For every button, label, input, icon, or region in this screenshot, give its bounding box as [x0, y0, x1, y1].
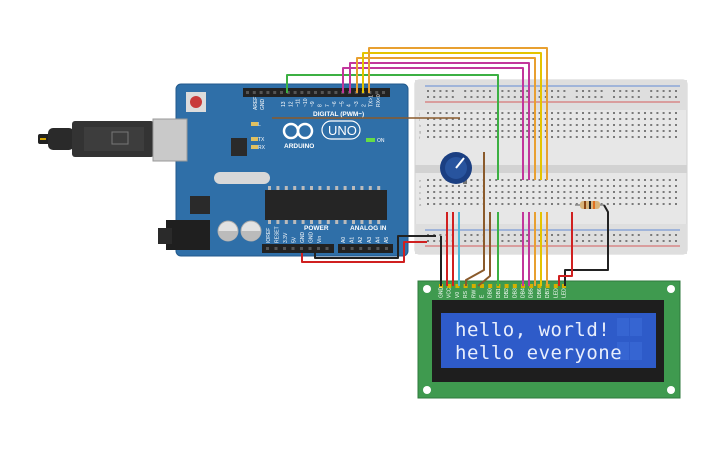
breadboard-row-letter: i	[419, 117, 420, 122]
power-pin-label: Vin	[317, 236, 323, 243]
lcd-pin-label: RS	[463, 290, 469, 298]
arduino-brand-label: ARDUINO	[284, 143, 314, 150]
wire-yellow-d2	[362, 52, 542, 180]
lcd-pin[interactable]	[553, 284, 558, 288]
analog-pin-label: A5	[384, 237, 390, 243]
potentiometer[interactable]	[440, 152, 472, 184]
digital-label: DIGITAL (PWM~)	[313, 111, 364, 118]
analog-pin-label: A1	[350, 237, 356, 243]
usb-cable	[38, 121, 154, 157]
lcd-pin-label: V0	[455, 292, 461, 298]
digital-pin-label: 7	[325, 104, 331, 107]
breadboard-row-letter: j	[418, 111, 420, 116]
header-pin-label: GND	[260, 99, 266, 111]
breadboard-row-letter: h	[419, 123, 421, 128]
lcd-pin[interactable]	[471, 284, 476, 288]
tx-led-label: TX	[258, 137, 265, 143]
resistor	[575, 201, 604, 209]
power-pin-label: GND	[309, 232, 315, 244]
power-pin-label: IOREF	[266, 228, 272, 243]
wire-orange-d3	[356, 57, 536, 180]
digital-pin-label: ~3	[354, 101, 360, 107]
power-pin-label: 3.3V	[283, 232, 289, 243]
analog-header	[338, 244, 393, 253]
wires	[272, 47, 609, 287]
breadboard-row-letter: f	[419, 135, 421, 140]
lcd-pin[interactable]	[480, 284, 484, 288]
lcd-pin-label: DB1	[496, 288, 502, 298]
arduino-model-label: UNO	[328, 123, 357, 138]
digital-pin-label: 8	[318, 104, 324, 107]
lcd-pin-label: DB7	[545, 288, 551, 298]
lcd-pin[interactable]	[504, 284, 509, 288]
breadboard-row-letter: g	[419, 129, 421, 134]
arduino-board: ARDUINO UNO DIGITAL (PWM~) POWER ANALOG …	[38, 83, 409, 257]
analog-pin-label: A3	[367, 237, 373, 243]
power-pin-label: 5V	[292, 236, 298, 243]
lcd-pin-label: DB4	[521, 288, 527, 298]
lcd-pin-label: DB2	[504, 288, 510, 298]
lcd-pin[interactable]	[512, 284, 517, 288]
lcd-pin-label: GND	[439, 287, 445, 299]
lcd-pin[interactable]	[447, 284, 452, 288]
breadboard-row-letter: a	[419, 202, 422, 207]
analog-pin-label: A2	[358, 237, 364, 243]
on-led-label: ON	[377, 138, 385, 144]
lcd-pin-label: VCC	[447, 287, 453, 298]
breadboard-row-letter: e	[419, 178, 422, 183]
digital-pin-label: ~9	[310, 101, 316, 107]
wire-red-5v	[301, 241, 427, 263]
atmega-chip	[265, 190, 387, 220]
digital-pin-label: ~11	[296, 99, 302, 107]
digital-pin-label: ~5	[339, 101, 345, 107]
wire-magenta-d4	[349, 62, 530, 180]
wire-orange-d11	[368, 47, 548, 180]
digital-pin-label: 13	[281, 101, 287, 107]
lcd-pin-label: LED	[562, 288, 568, 298]
breadboard-row-letter: c	[419, 190, 421, 195]
lcd-pin[interactable]	[537, 284, 542, 288]
wire-green-d12	[286, 74, 499, 180]
lcd-pin-label: DB0	[488, 288, 494, 298]
lcd-pin-label: DB3	[512, 288, 518, 298]
digital-pin-label: RX<0	[376, 94, 382, 107]
analog-label: ANALOG IN	[350, 225, 387, 232]
lcd-pin-label: DB6	[537, 288, 543, 298]
lcd-line-2: hello everyone	[455, 342, 622, 364]
breadboard-row-letter: b	[419, 196, 422, 201]
digital-pin-label: 2	[361, 104, 367, 107]
power-label: POWER	[304, 225, 329, 232]
lcd-pin-label: LED	[553, 288, 559, 298]
lcd-pin[interactable]	[529, 284, 534, 288]
rx-led-label: RX	[258, 145, 266, 151]
wire-magenta-d5	[342, 67, 524, 180]
lcd-pin-label: E	[480, 294, 486, 298]
lcd-pin-label: DB5	[529, 288, 535, 298]
digital-pin-label: 4	[347, 104, 353, 107]
digital-pin-label: ~10	[303, 98, 309, 107]
reset-button[interactable]	[190, 96, 202, 108]
lcd-pin[interactable]	[455, 284, 460, 288]
power-header	[262, 244, 334, 253]
lcd-line-1: hello, world!	[455, 319, 610, 341]
header-pin-label: AREF	[253, 97, 259, 110]
digital-pin-label: ~6	[332, 101, 338, 107]
arduino-logo: ARDUINO UNO	[282, 120, 361, 150]
wire-black-gnd	[314, 235, 436, 259]
analog-pin-label: A4	[375, 237, 381, 243]
digital-pin-label: 12	[288, 101, 294, 107]
analog-pin-label: A0	[341, 237, 347, 243]
lcd-pin-label: RW	[471, 289, 477, 298]
power-pin-label: GND	[300, 232, 306, 244]
lcd-pin[interactable]	[488, 284, 493, 288]
breadboard-row-letter: d	[419, 184, 421, 189]
l-led-label: L	[258, 122, 261, 128]
power-pin-label: RESET	[275, 226, 281, 243]
digital-pin-label: TX>1	[369, 95, 375, 107]
